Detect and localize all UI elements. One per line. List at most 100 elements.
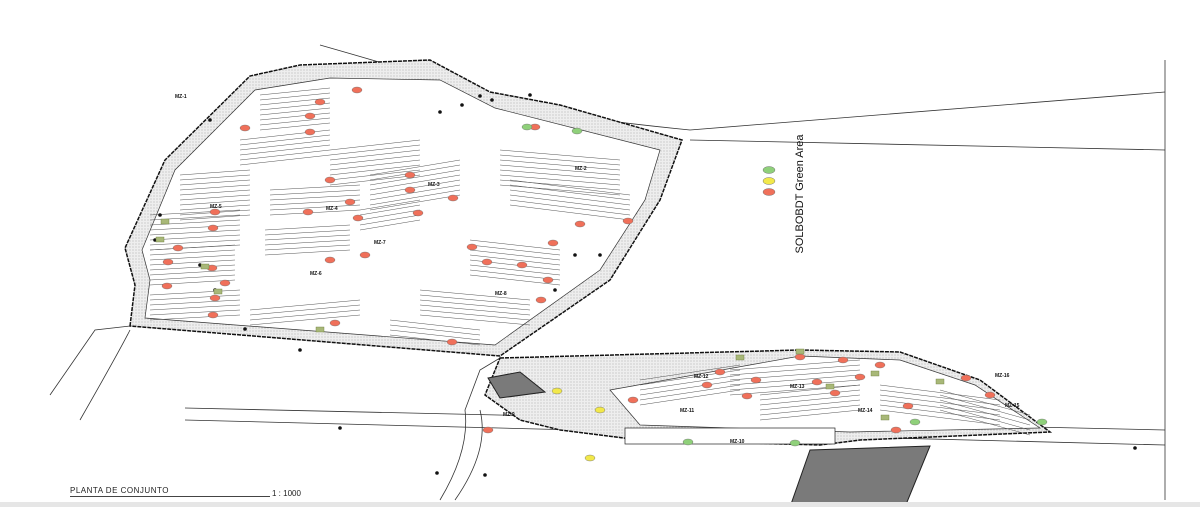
lot-marker-red[interactable] (547, 239, 559, 247)
lot-marker-red[interactable] (622, 217, 634, 225)
lot-marker-green[interactable] (571, 127, 583, 135)
lot-marker-red[interactable] (404, 186, 416, 194)
lot-marker-red[interactable] (314, 98, 326, 106)
lot-marker-red[interactable] (627, 396, 639, 404)
lot-marker-red[interactable] (329, 319, 341, 327)
block-label: MZ-10 (730, 439, 745, 445)
lot-marker-green[interactable] (909, 418, 921, 426)
lot-marker-red[interactable] (516, 261, 528, 269)
lot-marker-red[interactable] (984, 391, 996, 399)
lot-line (639, 389, 741, 406)
lot-line (149, 254, 236, 261)
lot-line (239, 144, 331, 156)
legend-yellow-marker (762, 177, 776, 185)
lot-line (469, 254, 561, 266)
lot-marker-red[interactable] (324, 256, 336, 264)
lot-marker-red[interactable] (701, 381, 713, 389)
lot-marker-red[interactable] (811, 378, 823, 386)
lot-marker-red[interactable] (960, 374, 972, 382)
lot-marker-red[interactable] (902, 402, 914, 410)
lot-line (149, 229, 241, 236)
green-area-icon (795, 348, 805, 355)
lot-line (389, 329, 481, 341)
lot-marker-red[interactable] (359, 251, 371, 259)
lot-marker-red[interactable] (481, 258, 493, 266)
lot-marker-red[interactable] (219, 279, 231, 287)
lot-marker-red[interactable] (750, 376, 762, 384)
lot-line (329, 154, 421, 166)
lot-line (939, 389, 1031, 416)
lot-marker-yellow[interactable] (594, 406, 606, 414)
block-label: MZ-12 (694, 374, 709, 380)
lot-marker-red[interactable] (172, 244, 184, 252)
lot-line (419, 294, 531, 306)
lot-line (264, 229, 351, 236)
lot-line (239, 139, 331, 151)
lot-marker-red[interactable] (412, 209, 424, 217)
lot-line (939, 404, 1031, 431)
lot-line (359, 219, 421, 231)
lot-line (879, 394, 1001, 411)
lot-marker-red[interactable] (482, 426, 494, 434)
lot-marker-red[interactable] (447, 194, 459, 202)
lot-line (329, 174, 421, 186)
lot-marker-yellow[interactable] (584, 454, 596, 462)
lot-marker-red[interactable] (466, 243, 478, 251)
lot-line (179, 214, 251, 221)
lot-line (249, 299, 361, 311)
lot-marker-red[interactable] (324, 176, 336, 184)
lot-marker-red[interactable] (542, 276, 554, 284)
lot-marker-red[interactable] (344, 198, 356, 206)
lot-marker-red[interactable] (352, 214, 364, 222)
lot-marker-red[interactable] (207, 224, 219, 232)
green-area-icon (315, 326, 325, 333)
lot-marker-red[interactable] (446, 338, 458, 346)
lot-marker-red[interactable] (714, 368, 726, 376)
lot-marker-red[interactable] (404, 171, 416, 179)
south-lots-area (609, 355, 1042, 433)
lot-marker-red[interactable] (854, 373, 866, 381)
lot-line (879, 409, 1001, 426)
lot-line (499, 149, 621, 161)
lot-status-markers (161, 86, 1048, 462)
lot-marker-red[interactable] (209, 294, 221, 302)
lot-line (509, 199, 631, 216)
lot-line (389, 319, 481, 331)
lot-marker-red[interactable] (794, 353, 806, 361)
green-area-icon (880, 414, 890, 421)
lot-line (469, 274, 561, 286)
lot-marker-red[interactable] (574, 220, 586, 228)
lot-marker-red[interactable] (302, 208, 314, 216)
lot-line (264, 224, 351, 231)
lot-marker-red[interactable] (837, 356, 849, 364)
lot-line (729, 379, 861, 391)
lot-marker-red[interactable] (741, 392, 753, 400)
lot-marker-red[interactable] (535, 296, 547, 304)
tree-point (573, 253, 577, 257)
lot-line (509, 189, 631, 206)
lot-marker-green[interactable] (789, 439, 801, 447)
lot-marker-red[interactable] (351, 86, 363, 94)
lot-marker-red[interactable] (829, 389, 841, 397)
legend-green-marker (762, 166, 776, 174)
lot-marker-red[interactable] (161, 282, 173, 290)
lot-marker-red[interactable] (304, 128, 316, 136)
green-area-icon (160, 218, 170, 225)
lot-marker-red[interactable] (890, 426, 902, 434)
lot-marker-yellow[interactable] (551, 387, 563, 395)
lot-marker-red[interactable] (874, 361, 886, 369)
lot-line (419, 304, 531, 316)
lot-marker-red[interactable] (304, 112, 316, 120)
lot-line (269, 209, 361, 216)
lot-marker-green[interactable] (682, 438, 694, 446)
lot-marker-red[interactable] (162, 258, 174, 266)
lot-marker-green[interactable] (521, 123, 533, 131)
lot-line (499, 174, 621, 186)
green-area-icon (200, 263, 210, 270)
lot-marker-red[interactable] (239, 124, 251, 132)
pond-large (789, 445, 931, 507)
lot-marker-red[interactable] (209, 208, 221, 216)
lot-marker-green[interactable] (1036, 418, 1048, 426)
block-label: MZ-11 (680, 408, 694, 414)
lot-marker-red[interactable] (207, 311, 219, 319)
